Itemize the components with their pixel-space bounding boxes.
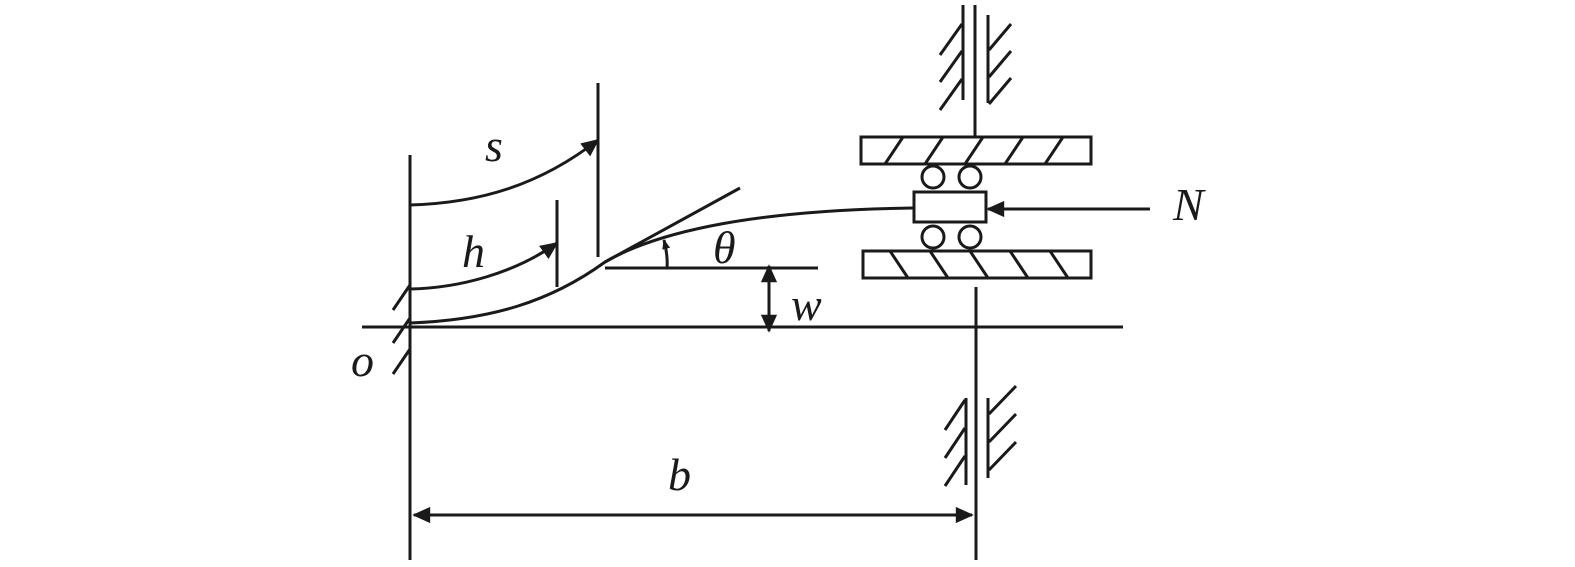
slider-block [912, 190, 988, 224]
label-w: w [791, 279, 822, 330]
h-arc-arrow [409, 241, 559, 291]
rollers [920, 164, 983, 250]
s-arc-arrow [409, 138, 600, 207]
tangent-line [604, 186, 741, 264]
theta-arc [662, 239, 671, 269]
upper-guide-plate [859, 135, 1093, 166]
lower-guide-plate [861, 249, 1093, 280]
label-b: b [668, 449, 691, 500]
deflected-beam [409, 206, 914, 325]
label-s: s [485, 120, 503, 171]
label-theta: θ [713, 222, 736, 273]
fixed-support-left [391, 155, 412, 560]
label-h: h [462, 226, 485, 277]
label-N: N [1172, 179, 1206, 230]
label-o: o [351, 335, 374, 386]
right-guide [938, 5, 1018, 560]
